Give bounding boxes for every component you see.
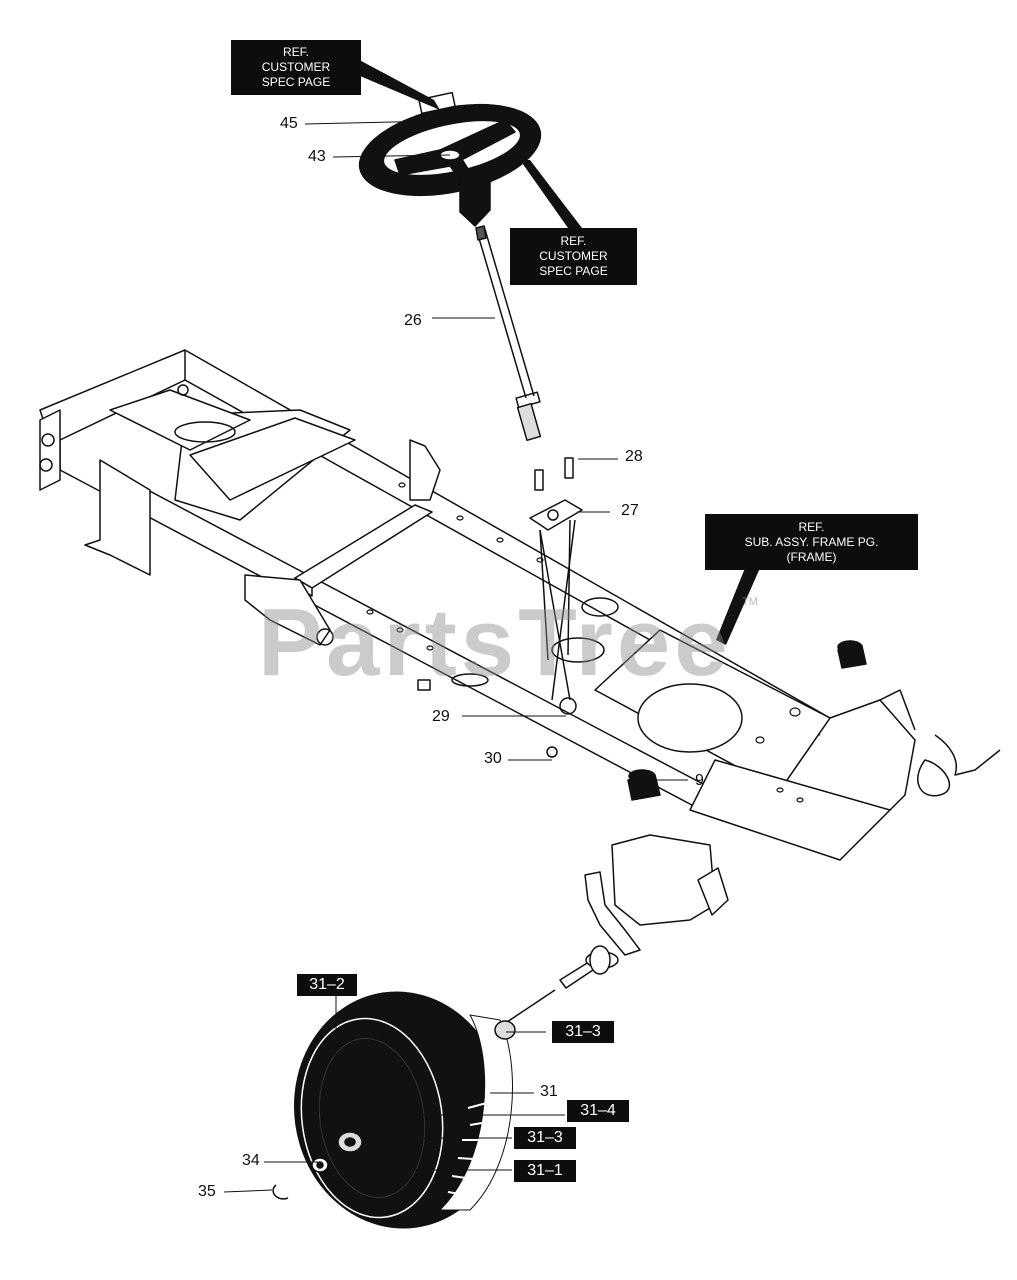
ref-line: REF.: [282, 45, 309, 59]
callout-9[interactable]: 9: [695, 772, 704, 789]
callout-43[interactable]: 43: [308, 148, 326, 165]
tractor-frame: [39, 349, 1001, 956]
ref-line: REF.: [798, 519, 825, 534]
ref-box-wheel-spec: REF. CUSTOMER SPEC PAGE: [231, 40, 361, 95]
callout-29[interactable]: 29: [432, 708, 450, 725]
callout-35[interactable]: 35: [198, 1183, 216, 1200]
tag-31-4[interactable]: 31–4: [567, 1100, 629, 1122]
tag-31-2[interactable]: 31–2: [297, 974, 357, 996]
bushing-9: [627, 640, 867, 801]
steering-bracket-27: [529, 457, 583, 758]
tag-31-1[interactable]: 31–1: [514, 1160, 576, 1182]
ref-line: CUSTOMER: [539, 249, 608, 263]
ref-line: REF.: [560, 234, 587, 248]
front-wheel: [272, 991, 516, 1229]
callout-27[interactable]: 27: [621, 502, 639, 519]
steering-shaft: [475, 225, 542, 442]
steering-wheel: [358, 91, 542, 227]
ref-pointers: [352, 56, 760, 645]
ref-line: SUB. ASSY. FRAME PG.: [744, 534, 879, 549]
tag-31-3-top[interactable]: 31–3: [552, 1021, 614, 1043]
callout-45[interactable]: 45: [280, 115, 298, 132]
leader-lines: [223, 120, 688, 1193]
callout-34[interactable]: 34: [242, 1152, 260, 1169]
callout-26[interactable]: 26: [404, 312, 422, 329]
callout-31[interactable]: 31: [540, 1083, 558, 1100]
callout-28[interactable]: 28: [625, 448, 643, 465]
tag-31-3-bottom[interactable]: 31–3: [514, 1127, 576, 1149]
ref-line: SPEC PAGE: [539, 264, 608, 278]
ref-line: (FRAME): [786, 549, 837, 564]
callout-30[interactable]: 30: [484, 750, 502, 767]
ref-box-wheel-spec-2: REF. CUSTOMER SPEC PAGE: [510, 228, 637, 285]
ref-line: CUSTOMER: [261, 60, 331, 74]
ref-line: SPEC PAGE: [261, 75, 331, 89]
watermark: PartsTree: [258, 589, 732, 696]
spindle-axle: [494, 945, 619, 1031]
watermark-tm: TM: [742, 596, 758, 608]
ref-box-frame: REF. SUB. ASSY. FRAME PG. (FRAME): [705, 514, 918, 570]
